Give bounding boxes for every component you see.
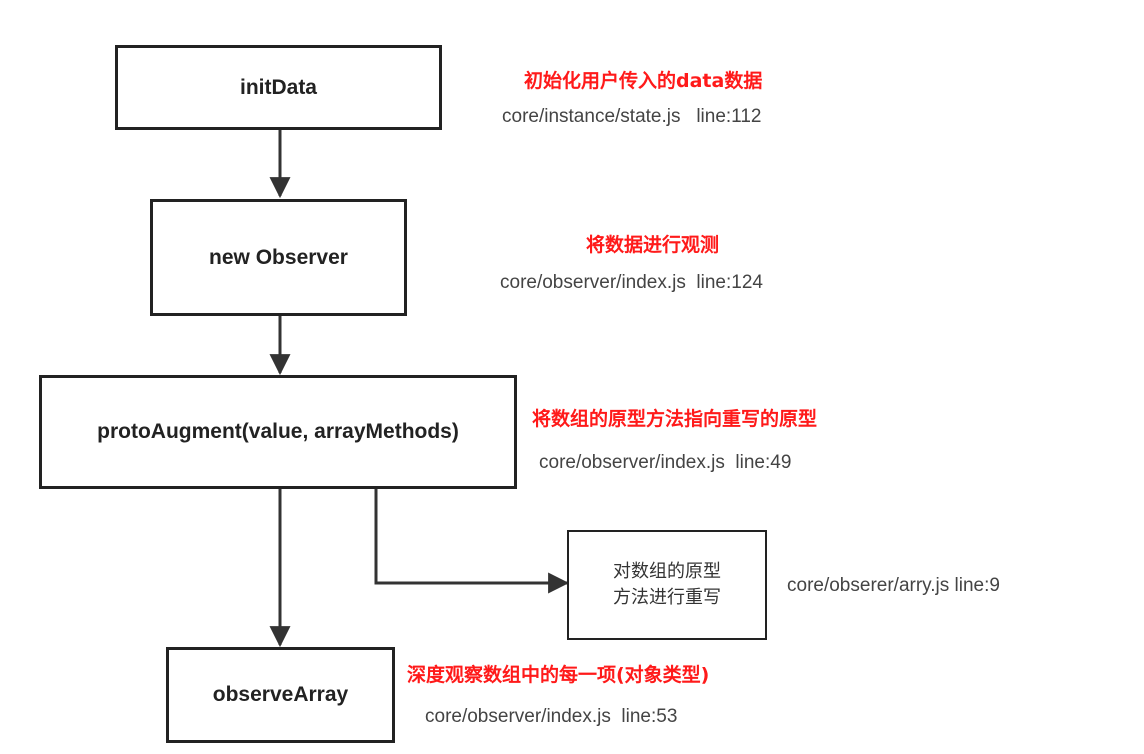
note-new-observer-title: 将数据进行观测 <box>586 234 720 256</box>
note-proto-augment-title: 将数组的原型方法指向重写的原型 <box>532 408 818 430</box>
note-observe-array-title: 深度观察数组中的每一项(对象类型) <box>407 664 710 686</box>
note-rewrite-path: core/obserer/arry.js line:9 <box>787 575 1000 596</box>
note-observe-array-path: core/observer/index.js line:53 <box>425 706 678 727</box>
node-rewrite-line-1: 对数组的原型 <box>613 561 721 582</box>
node-proto-augment: protoAugment(value, arrayMethods) <box>39 375 517 489</box>
node-proto-augment-label: protoAugment(value, arrayMethods) <box>97 420 459 443</box>
node-new-observer-label: new Observer <box>209 245 348 269</box>
edge-protoaugment-to-rewrite <box>374 489 570 594</box>
node-observe-array: observeArray <box>166 647 395 743</box>
node-init-data-label: initData <box>239 75 317 99</box>
note-init-data-title: 初始化用户传入的data数据 <box>524 70 763 92</box>
node-rewrite-line-2: 方法进行重写 <box>613 587 721 608</box>
note-proto-augment-path: core/observer/index.js line:49 <box>539 452 792 473</box>
note-new-observer-path: core/observer/index.js line:124 <box>500 272 763 293</box>
note-init-data-path: core/instance/state.js line:112 <box>502 106 762 127</box>
node-observe-array-label: observeArray <box>212 683 349 706</box>
node-rewrite: 对数组的原型 方法进行重写 <box>567 530 767 640</box>
node-init-data: initData <box>115 45 442 130</box>
node-new-observer: new Observer <box>150 199 407 316</box>
